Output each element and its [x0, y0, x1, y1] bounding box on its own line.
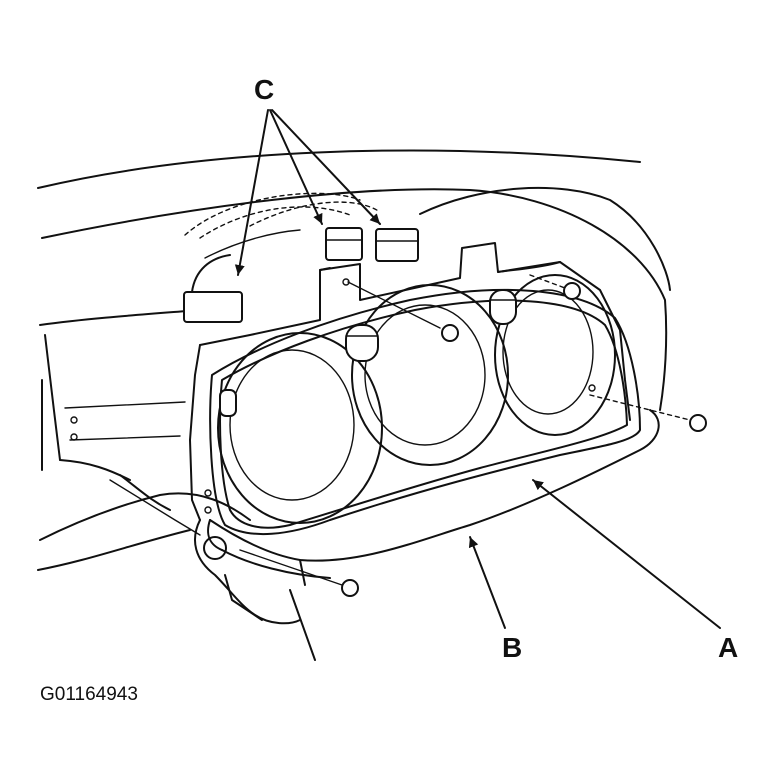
callout-c: C	[254, 74, 275, 105]
callout-a: A	[718, 632, 739, 663]
hidden-wiring	[184, 192, 381, 259]
connector-right	[375, 228, 419, 262]
callout-b: B	[502, 632, 523, 663]
leader-b	[468, 536, 506, 629]
leader-c-left	[234, 109, 269, 276]
cluster-frame	[189, 242, 631, 521]
leader-a	[532, 479, 721, 629]
gauge-lens-panel	[209, 288, 641, 535]
screw-right	[589, 394, 707, 432]
lower-bracket	[109, 479, 316, 661]
screw-bottom	[239, 549, 359, 597]
screw-center	[347, 281, 459, 342]
gauge-right	[494, 274, 616, 436]
gauge-center	[351, 284, 509, 466]
connector-left	[183, 254, 243, 323]
mounting-holes	[70, 278, 596, 514]
bulb-sockets	[219, 289, 517, 417]
leader-c-middle	[269, 109, 323, 225]
figure-id: G01164943	[40, 684, 138, 705]
leader-c-right	[271, 109, 381, 225]
connector-middle	[325, 227, 363, 261]
screw-top-right	[529, 274, 581, 300]
gauge-left	[217, 332, 383, 524]
